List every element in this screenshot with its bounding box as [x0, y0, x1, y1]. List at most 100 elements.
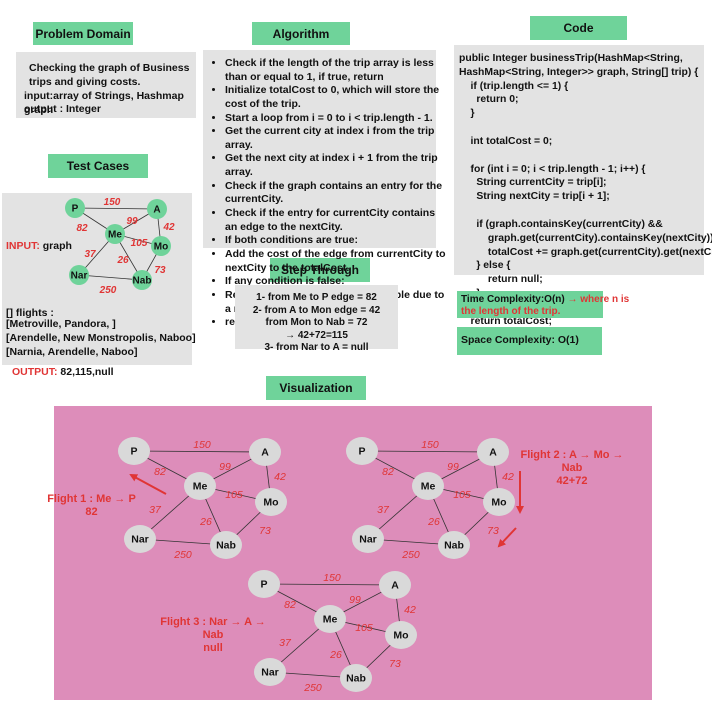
graph-node [385, 621, 417, 649]
problem-input: input:array of Strings, Hashmap graph [24, 90, 184, 117]
edge-weight-label: 99 [126, 216, 138, 227]
edge-weight-label: 37 [84, 249, 96, 260]
flight2-arrow-diag [497, 527, 517, 548]
code-line [459, 121, 712, 135]
edge-weight-label: 150 [193, 439, 211, 451]
code-line: public Integer businessTrip(HashMap<Stri… [459, 53, 683, 64]
test-cases-header: Test Cases [48, 154, 148, 178]
graph-node [132, 270, 152, 290]
graph-node [352, 525, 384, 553]
test-output: OUTPUT: 82,115,null [12, 366, 114, 378]
flight1-annotation: Flight 1 : Me → P 82 [47, 493, 136, 519]
step-line: → 42+72=115 [285, 329, 348, 341]
flights-title: [] flights : [6, 307, 54, 319]
graph-node-label: Nar [131, 534, 149, 546]
code-line: return 0; [459, 94, 519, 106]
edge-weight-label: 42 [404, 604, 416, 616]
algorithm-step: Check if the graph contains an entry for… [225, 180, 449, 207]
graph-edge [263, 583, 396, 586]
flight-entry: [Arendelle, New Monstropolis, Naboo] [6, 332, 196, 345]
code-line: HashMap<String, Integer>> graph, String[… [459, 66, 699, 78]
time-complexity-arrow: → [567, 294, 578, 305]
algorithm-step: Check if the entry for currentCity conta… [225, 207, 449, 234]
edge-weight-label: 150 [323, 572, 341, 584]
graph-node [210, 531, 242, 559]
step-line: 2- from A to Mon edge = 42 [252, 304, 381, 316]
edge-weight-label: 99 [219, 461, 231, 473]
graph-node [151, 236, 171, 256]
graph-edge [133, 450, 266, 453]
graph-node [438, 531, 470, 559]
graph-node-label: P [358, 446, 365, 458]
time-complexity-box: Time Complexity:O(n) → where n is the le… [457, 291, 629, 318]
edge-weight-label: 37 [149, 504, 162, 516]
graph-node [379, 571, 411, 599]
graph-node-label: Mo [154, 242, 168, 253]
edge-weight-label: 26 [116, 255, 129, 266]
problem-domain-header: Problem Domain [33, 22, 133, 45]
graph-node-label: Nar [71, 271, 88, 282]
edge-weight-label: 250 [303, 682, 322, 694]
graph-node-label: Mo [263, 497, 278, 509]
algorithm-step: Get the next city at index i + 1 from th… [225, 152, 449, 179]
graph-node-label: Me [193, 481, 208, 493]
edge-weight-label: 26 [427, 516, 440, 528]
flight2-annotation: Flight 2 : A → Mo → Nab 42+72 [520, 449, 624, 488]
graph-node-label: Me [421, 481, 436, 493]
time-complexity-label: Time Complexity:O(n) [461, 294, 565, 305]
graph-node-label: A [261, 447, 269, 459]
edge-weight-label: 73 [259, 525, 271, 537]
edge-weight-label: 105 [131, 238, 148, 249]
graph-node [184, 472, 216, 500]
graph-node [346, 437, 378, 465]
algorithm-step: If both conditions are true: [225, 234, 449, 248]
graph-node-label: Mo [393, 630, 408, 642]
graph-edge [78, 274, 143, 281]
edge-weight-label: 99 [447, 461, 459, 473]
algorithm-step: Get the current city at index i from the… [225, 125, 449, 152]
algorithm-header: Algorithm [252, 22, 350, 45]
graph-node-label: P [260, 579, 267, 591]
edge-weight-label: 82 [284, 599, 296, 611]
edge-weight-label: 99 [349, 594, 361, 606]
edge-weight-label: 42 [274, 471, 286, 483]
graph-node-label: A [153, 205, 160, 216]
edge-weight-label: 26 [329, 649, 342, 661]
code-line: return totalCost; [459, 315, 552, 327]
graph-node [483, 488, 515, 516]
graph-node-label: Me [323, 614, 338, 626]
graph-node-label: Me [108, 230, 122, 241]
edge-weight-label: 150 [104, 197, 121, 208]
space-complexity-box: Space Complexity: O(1) [457, 327, 602, 355]
step-line: from Mon to Nab = 72 [265, 317, 368, 328]
edge-weight-label: 250 [173, 549, 192, 561]
edge-weight-label: 150 [421, 439, 439, 451]
graph-node [124, 525, 156, 553]
graph-node [118, 437, 150, 465]
graph-node [340, 664, 372, 692]
graph-node [477, 438, 509, 466]
code-header: Code [530, 16, 627, 40]
flight1-arrow [129, 474, 167, 495]
code-line: for (int i = 0; i < trip.length - 1; i++… [459, 163, 646, 175]
edge-weight-label: 82 [154, 466, 166, 478]
code-line: String currentCity = trip[i]; [459, 177, 607, 189]
visualization-header: Visualization [266, 376, 366, 400]
flights-list: [Metroville, Pandora, ][Arendelle, New M… [6, 317, 196, 360]
algorithm-step: Add the cost of the edge from currentCit… [225, 248, 449, 275]
algorithm-step: Start a loop from i = 0 to i < trip.leng… [225, 112, 449, 126]
code-line: int totalCost = 0; [459, 135, 553, 147]
graph-node [254, 658, 286, 686]
problem-output: output : Integer [24, 103, 101, 115]
code-line: if (graph.containsKey(currentCity) && [459, 218, 663, 230]
code-line: String nextCity = trip[i + 1]; [459, 191, 610, 203]
edge-weight-label: 73 [487, 525, 499, 537]
edge-weight-label: 250 [99, 285, 117, 296]
edge-weight-label: 250 [401, 549, 420, 561]
code-line: graph.get(currentCity).containsKey(nextC… [459, 232, 712, 244]
flight3-annotation: Flight 3 : Nar → A → Nab null [160, 616, 266, 655]
graph-node [314, 605, 346, 633]
